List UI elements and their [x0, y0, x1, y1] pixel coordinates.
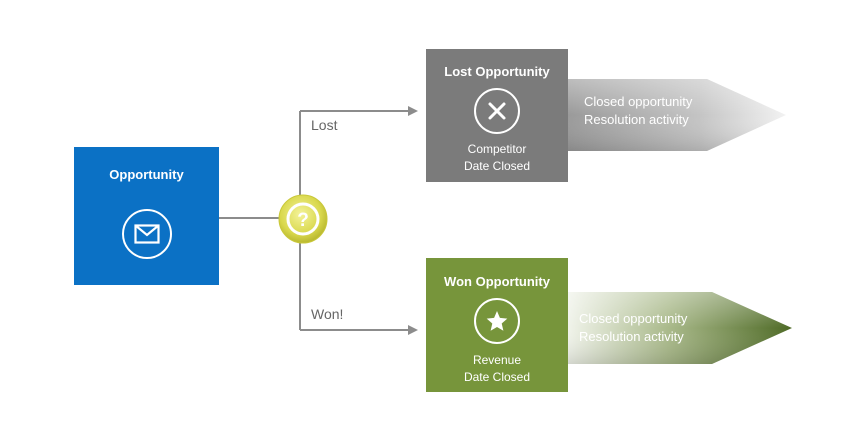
lost-detail-competitor: Competitor [467, 142, 527, 156]
won-outcome-text: Closed opportunity Resolution activity [579, 310, 687, 346]
lost-opportunity-details: Competitor Date Closed [426, 141, 568, 175]
won-outcome-arrow-shading [568, 292, 792, 364]
won-detail-date-closed: Date Closed [463, 370, 531, 384]
won-detail-revenue: Revenue [472, 353, 522, 367]
question-mark-icon [286, 202, 320, 236]
lost-opportunity-title: Lost Opportunity [444, 64, 550, 79]
lost-opportunity-box: Lost Opportunity Competitor Date Closed [426, 49, 568, 182]
won-opportunity-box: Won Opportunity Revenue Date Closed [426, 258, 568, 392]
decision-node: ? [278, 194, 328, 244]
opportunity-box: Opportunity [74, 147, 219, 285]
won-outcome-line-1: Closed opportunity [579, 311, 688, 326]
opportunity-title: Opportunity [109, 167, 184, 182]
lost-detail-date-closed: Date Closed [463, 159, 531, 173]
won-opportunity-details: Revenue Date Closed [426, 352, 568, 386]
connector-won-arrowhead [408, 325, 418, 335]
envelope-icon [121, 209, 172, 259]
won-outcome-line-2: Resolution activity [579, 329, 684, 344]
connector-lost-arrowhead [408, 106, 418, 116]
svg-text:?: ? [297, 210, 309, 231]
branch-label-lost: Lost [311, 117, 338, 133]
lost-outcome-line-1: Closed opportunity [584, 94, 693, 109]
close-x-icon [474, 88, 520, 134]
lost-outcome-line-2: Resolution activity [584, 112, 689, 127]
lost-outcome-text: Closed opportunity Resolution activity [584, 93, 692, 129]
lost-outcome-arrow-shading [568, 79, 786, 151]
star-icon [474, 298, 520, 344]
won-opportunity-title: Won Opportunity [444, 274, 550, 289]
branch-label-won: Won! [311, 306, 344, 322]
